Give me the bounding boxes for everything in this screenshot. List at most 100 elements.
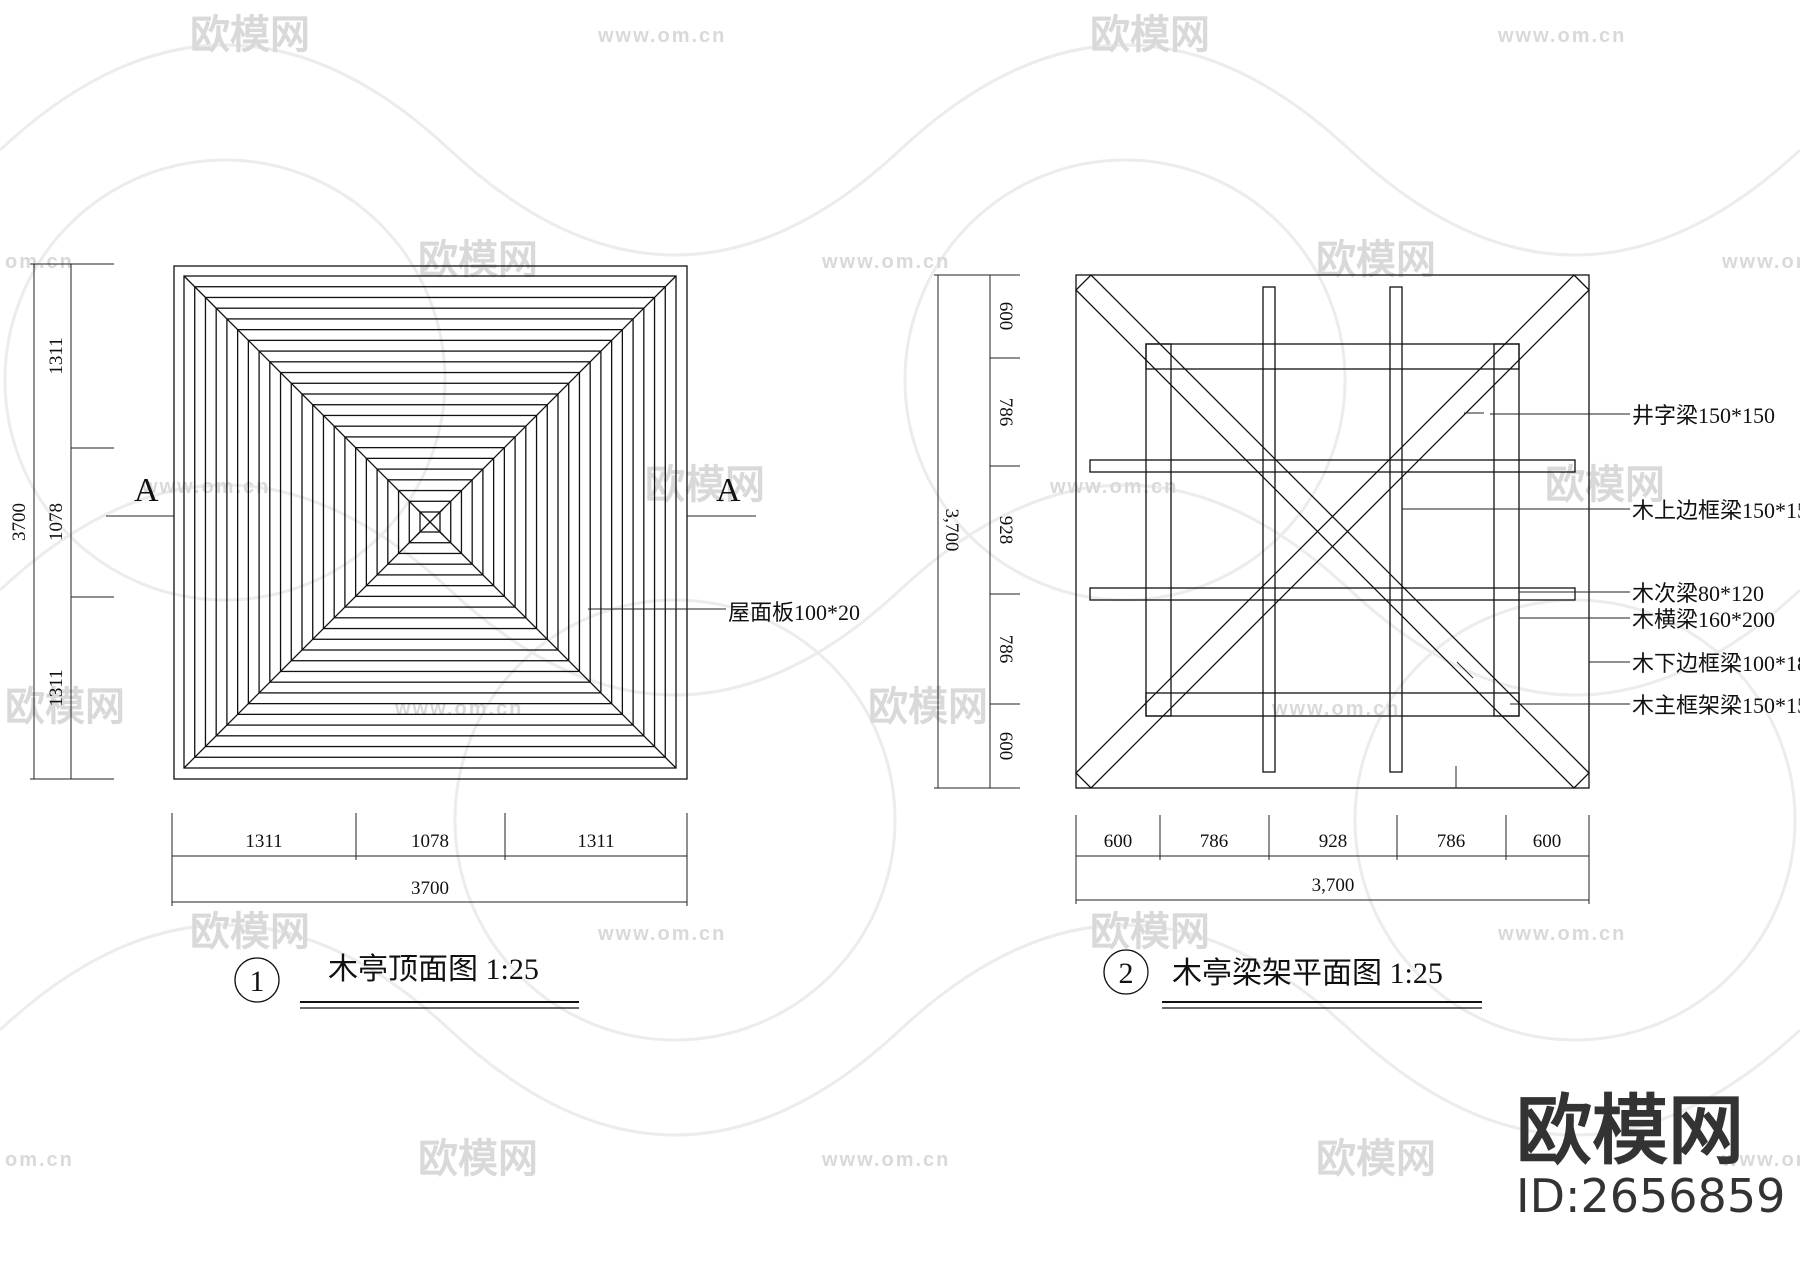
watermark-text: 欧模网 — [1090, 13, 1210, 57]
dim-1078: 1078 — [411, 831, 449, 852]
drawing2-bottom-dimensions: 600 786 928 786 600 3,700 — [1075, 815, 1590, 904]
roof-board-ring — [183, 275, 677, 769]
watermark-url: www.om.cn — [1497, 25, 1626, 47]
vertical-beams — [1145, 286, 1520, 773]
dim-left-1078: 1078 — [46, 503, 67, 541]
drawing1-roof-plan: A A 屋面板100*20 1311 1078 1311 3700 — [9, 263, 860, 1009]
watermark-url: www.om.cn — [597, 25, 726, 47]
roof-board-ring — [247, 339, 613, 705]
hip-line — [183, 275, 421, 513]
watermark-layer: 欧模网 www.om.cn 欧模网 www.om.cn 欧模网 www.om.c… — [0, 13, 1800, 1181]
dim-left-1311-b: 1311 — [46, 669, 67, 706]
drawing1-left-dimensions: 1311 1078 1311 3700 — [9, 263, 114, 780]
roof-board-ring — [376, 468, 484, 576]
label-cross-beam: 木横梁160*200 — [1632, 607, 1775, 632]
drawing-number: 1 — [250, 965, 265, 998]
roof-rings — [183, 275, 677, 769]
drawing2-left-dimensions: 600 786 928 786 600 3,700 — [934, 274, 1020, 789]
dim-left-1311-a: 1311 — [46, 337, 67, 374]
roof-board-ring — [279, 371, 581, 673]
watermark-text: 欧模网 — [418, 238, 538, 282]
roof-board-ring — [365, 457, 495, 587]
hip-line — [439, 531, 677, 769]
beam-labels: 井字梁150*150 木上边框梁150*150 木次梁80*120 木横梁160… — [1402, 403, 1800, 718]
dim-total: 3700 — [411, 878, 449, 899]
watermark-text: 欧模网 — [645, 463, 765, 507]
watermark-text: 欧模网 — [868, 685, 988, 729]
brand-name: 欧模网 — [1516, 1086, 1744, 1175]
roof-board-ring — [312, 404, 548, 640]
watermark-text: 欧模网 — [1316, 1137, 1436, 1181]
dim-left-786-b: 786 — [995, 635, 1016, 664]
watermark-url: www.om.cn — [821, 251, 950, 273]
roof-board-ring — [387, 479, 473, 565]
drawing-number: 2 — [1119, 957, 1134, 990]
roof-board-ring — [226, 318, 634, 726]
watermark-url: www.om.cn — [821, 1149, 950, 1171]
label-well-beam: 井字梁150*150 — [1632, 403, 1775, 428]
drawing1-title: 木亭顶面图 1:25 — [328, 953, 539, 986]
watermark-text: 欧模网 — [1545, 463, 1665, 507]
watermark-url: om.cn — [5, 251, 74, 273]
label-secondary-beam: 木次梁80*120 — [1632, 581, 1764, 606]
dim-786-b: 786 — [1437, 831, 1466, 852]
drawing2-title: 木亭梁架平面图 1:25 — [1172, 957, 1443, 990]
watermark-url: om.cn — [5, 1149, 74, 1171]
dim-total: 3,700 — [1312, 875, 1355, 896]
watermark-text: 欧模网 — [1090, 910, 1210, 954]
drawing1-bottom-dimensions: 1311 1078 1311 3700 — [171, 813, 688, 906]
dim-left-786-a: 786 — [995, 398, 1016, 427]
roof-board-ring — [236, 328, 624, 716]
watermark-url: www.om.cn — [1721, 1149, 1800, 1171]
roof-board-ring — [194, 286, 666, 758]
drawing-number-circle — [234, 957, 280, 1003]
horizontal-beams — [1089, 343, 1576, 717]
dim-left-total: 3700 — [9, 503, 30, 541]
watermark-text: 欧模网 — [190, 910, 310, 954]
label-main-frame-beam: 木主框架梁150*150 — [1632, 693, 1800, 718]
roof-board-ring — [344, 436, 516, 608]
diagonal-beams — [1075, 274, 1590, 789]
watermark-text: 欧模网 — [190, 13, 310, 57]
dim-left-600-b: 600 — [995, 732, 1016, 761]
label-upper-edge-beam: 木上边框梁150*150 — [1632, 498, 1800, 523]
watermark-url: www.om.cn — [597, 923, 726, 945]
brand-block: 欧模网 ID:2656859 — [1516, 1086, 1785, 1223]
watermark-url: www.om.cn — [1271, 698, 1400, 720]
roof-board-ring — [258, 350, 602, 694]
watermark-url: www.om.cn — [394, 698, 523, 720]
roof-board-ring — [269, 361, 591, 683]
hip-line — [439, 275, 677, 513]
roof-outer-border — [173, 265, 688, 780]
watermark-url: www.om.cn — [141, 476, 270, 498]
watermark-url: www.om.cn — [1497, 923, 1626, 945]
watermark-url: www.om.cn — [1049, 476, 1178, 498]
dim-left-928: 928 — [995, 516, 1016, 545]
roof-board-ring — [204, 296, 656, 748]
watermark-url: www.om.cn — [1721, 251, 1800, 273]
roof-board-ring — [301, 393, 559, 651]
frame-outer-border — [1075, 274, 1590, 789]
brand-id: ID:2656859 — [1516, 1169, 1785, 1223]
watermark-text: 欧模网 — [418, 1137, 538, 1181]
hip-line — [183, 531, 421, 769]
roof-board-ring — [290, 382, 570, 662]
dim-left-600-a: 600 — [995, 302, 1016, 331]
roof-board-ring — [397, 489, 463, 555]
section-mark-left: A — [134, 472, 159, 509]
dim-786-a: 786 — [1200, 831, 1229, 852]
dim-1311-b: 1311 — [577, 831, 614, 852]
section-mark-right: A — [716, 472, 741, 509]
roof-board-ring — [333, 425, 527, 619]
dim-600-b: 600 — [1533, 831, 1562, 852]
dim-600-a: 600 — [1104, 831, 1133, 852]
drawing-number-circle — [1103, 949, 1149, 995]
dim-928: 928 — [1319, 831, 1348, 852]
roof-board-ring — [215, 307, 645, 737]
label-lower-edge-beam: 木下边框梁100*180 — [1632, 651, 1800, 676]
roof-board-label: 屋面板100*20 — [728, 600, 860, 625]
roof-board-ring — [419, 511, 441, 533]
dim-1311-a: 1311 — [245, 831, 282, 852]
roof-board-ring — [354, 446, 506, 598]
